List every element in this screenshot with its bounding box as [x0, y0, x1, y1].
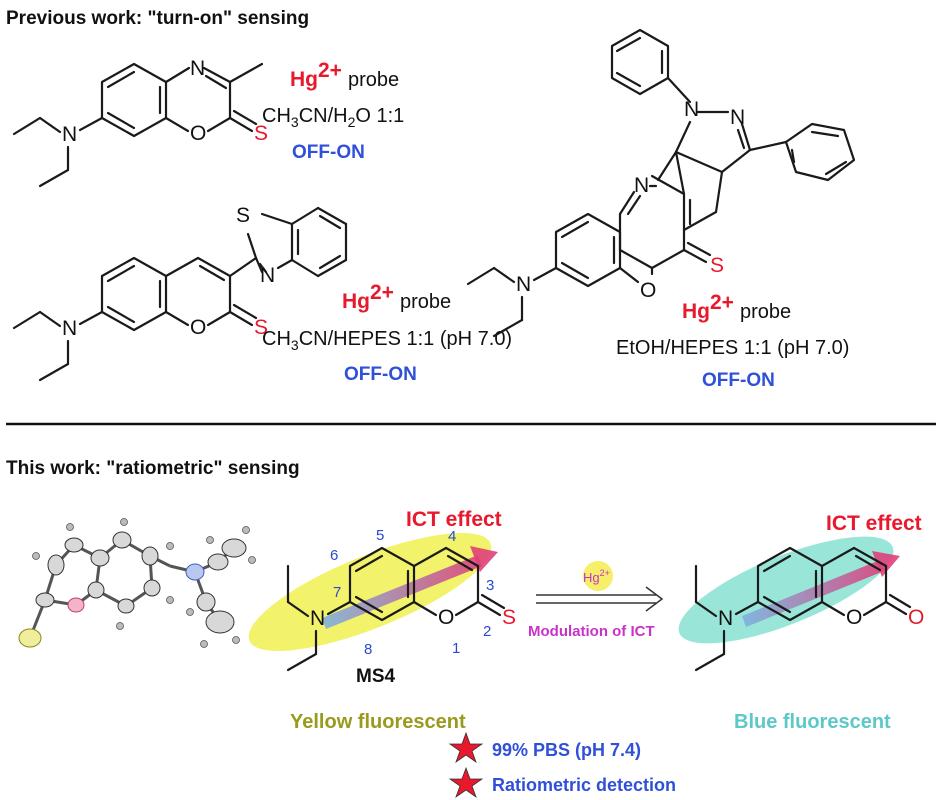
ms4-fluorescence: Yellow fluorescent — [290, 711, 466, 733]
previous-work-title: Previous work: "turn-on" sensing — [6, 8, 309, 29]
molecule-ms4: N O S 1 2 3 4 5 6 7 8 ICT effect MS4 Yel… — [248, 508, 516, 733]
atom-n: N — [516, 273, 531, 296]
svg-text:Hg2+probe: Hg2+probe — [290, 59, 399, 91]
atom-n: N — [62, 317, 77, 340]
ict-arrow-gradient — [322, 555, 482, 629]
atom-s: S — [254, 316, 268, 339]
modulation-label: Modulation of ICT — [528, 623, 655, 640]
feature-list: 99% PBS (pH 7.4) Ratiometric detection — [448, 731, 676, 799]
atom-s: S — [502, 606, 516, 629]
hg-ion: Hg — [290, 68, 318, 91]
atom-s: S — [254, 122, 268, 145]
svg-text:Hg2+probe: Hg2+probe — [342, 281, 451, 313]
svg-text:Hg2+: Hg2+ — [583, 568, 610, 585]
atom-o: O — [640, 279, 656, 302]
atom-n: N — [62, 123, 77, 146]
probe-3-solvent: EtOH/HEPES 1:1 (pH 7.0) — [616, 337, 849, 359]
probe-3-conditions: Hg2+probe EtOH/HEPES 1:1 (pH 7.0) OFF-ON — [616, 291, 849, 391]
probe-3-mode: OFF-ON — [702, 370, 775, 391]
atom-n: N — [684, 98, 699, 121]
cyan-ict-ellipse — [678, 536, 894, 644]
atom-s: S — [710, 254, 724, 277]
atom-n: N — [310, 607, 325, 630]
hg-ion: Hg — [583, 570, 600, 585]
reaction-arrow: Hg2+ Modulation of ICT — [528, 561, 664, 640]
product-fluorescence: Blue fluorescent — [734, 711, 891, 733]
feature-item: Ratiometric detection — [492, 775, 676, 795]
star-icon — [448, 731, 484, 764]
probe-2-mode: OFF-ON — [344, 364, 417, 385]
atom-number: 3 — [486, 577, 494, 594]
probe-2-solvent: CH3CN/HEPES 1:1 (pH 7.0) — [262, 328, 512, 353]
atom-n: N — [260, 264, 275, 287]
this-work-title: This work: "ratiometric" sensing — [6, 458, 300, 479]
atom-number: 2 — [483, 623, 491, 640]
atom-number: 1 — [452, 640, 460, 657]
atom-number: 4 — [448, 528, 456, 545]
atom-number: 6 — [330, 547, 338, 564]
feature-item: 99% PBS (pH 7.4) — [492, 740, 641, 760]
product-ict-label: ICT effect — [826, 512, 922, 535]
svg-text:Hg2+probe: Hg2+probe — [682, 291, 791, 323]
atom-o: O — [190, 316, 206, 339]
atom-o: O — [846, 606, 862, 629]
atom-number: 5 — [376, 527, 384, 544]
molecule-benzoxazine-thione: N O S N — [12, 57, 268, 188]
atom-s: S — [236, 204, 250, 227]
molecule-benzothiazolyl-thiocoumarin: S N O S N — [12, 204, 348, 382]
ict-arrow-gradient — [742, 560, 884, 627]
ms4-name: MS4 — [356, 666, 396, 687]
ortep-crystal-structure — [18, 518, 256, 648]
atom-n: N — [634, 174, 649, 197]
molecule-coumarin-product: N O O ICT effect Blue fluorescent — [678, 512, 924, 733]
probe-2-conditions: Hg2+probe CH3CN/HEPES 1:1 (pH 7.0) OFF-O… — [262, 281, 512, 385]
atom-o-carbonyl: O — [908, 606, 924, 629]
atom-n: N — [730, 106, 745, 129]
probe-1-mode: OFF-ON — [292, 142, 365, 163]
atom-o: O — [438, 606, 454, 629]
probe-1-conditions: Hg2+probe CH3CN/H2O 1:1 OFF-ON — [262, 59, 404, 163]
yellow-ict-ellipse — [248, 532, 492, 652]
atom-o: O — [190, 122, 206, 145]
probe-1-solvent: CH3CN/H2O 1:1 — [262, 105, 404, 130]
atom-number: 8 — [364, 641, 372, 658]
star-icon — [448, 766, 484, 799]
atom-n: N — [718, 607, 733, 630]
atom-number: 7 — [333, 584, 341, 601]
ms4-ict-label: ICT effect — [406, 508, 502, 531]
hg-ion-bubble — [583, 561, 613, 591]
atom-n: N — [190, 57, 205, 80]
molecule-pyrazolopyridine-thiocoumarin: N N N O S N — [466, 28, 856, 338]
